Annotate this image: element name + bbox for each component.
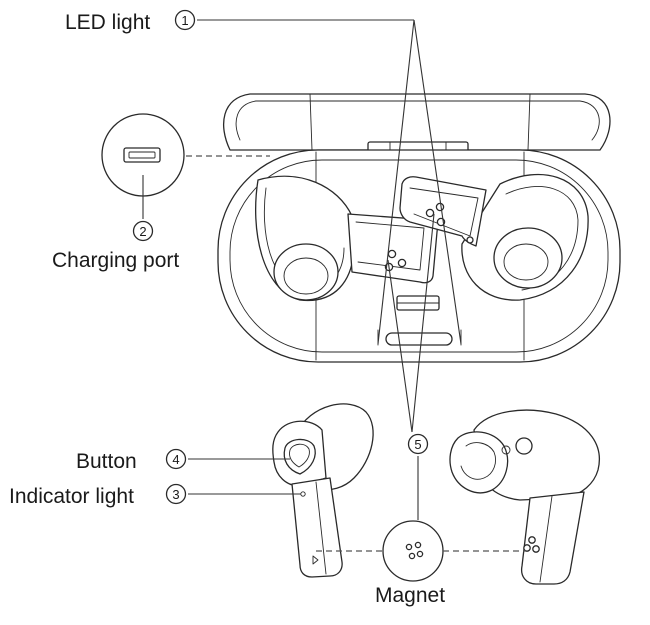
callout-number-1: 1: [174, 9, 196, 31]
left-earbud-button: [283, 438, 316, 475]
right-contact-pin: [425, 208, 435, 218]
right-earbud: [449, 409, 600, 585]
charging-port-callout: [101, 113, 270, 219]
callout-number-4: 4: [165, 448, 187, 470]
left-earbud: [272, 403, 374, 578]
magnet-dot: [414, 541, 422, 549]
label-button: Button: [76, 450, 137, 473]
svg-text:4: 4: [172, 452, 179, 467]
left-contact-pin: [387, 249, 397, 259]
magnet-dot: [408, 552, 416, 560]
case-lid: [223, 93, 611, 151]
callout-number-5: 5: [407, 433, 429, 455]
callout-number-3: 3: [165, 483, 187, 505]
label-led-light: LED light: [65, 11, 150, 34]
callout-number-2: 2: [132, 220, 154, 242]
svg-text:3: 3: [172, 487, 179, 502]
right-contact-pin: [435, 202, 445, 212]
leader-lines: [188, 19, 462, 520]
label-indicator-light: Indicator light: [9, 485, 134, 508]
label-charging-port: Charging port: [52, 249, 179, 272]
case-led-window: [385, 332, 453, 346]
svg-text:5: 5: [414, 437, 421, 452]
left-contact-pin: [397, 258, 407, 268]
svg-text:2: 2: [139, 224, 146, 239]
svg-text:1: 1: [181, 13, 188, 28]
magnet-dot: [405, 543, 413, 551]
right-earbud-cavity: [399, 173, 589, 301]
magnet-callout: [316, 520, 526, 582]
magnet-dot: [416, 550, 424, 558]
usb-port-icon: [123, 147, 161, 163]
label-magnet: Magnet: [375, 584, 445, 607]
charging-case: [217, 93, 621, 363]
left-earbud-cavity: [255, 175, 438, 302]
